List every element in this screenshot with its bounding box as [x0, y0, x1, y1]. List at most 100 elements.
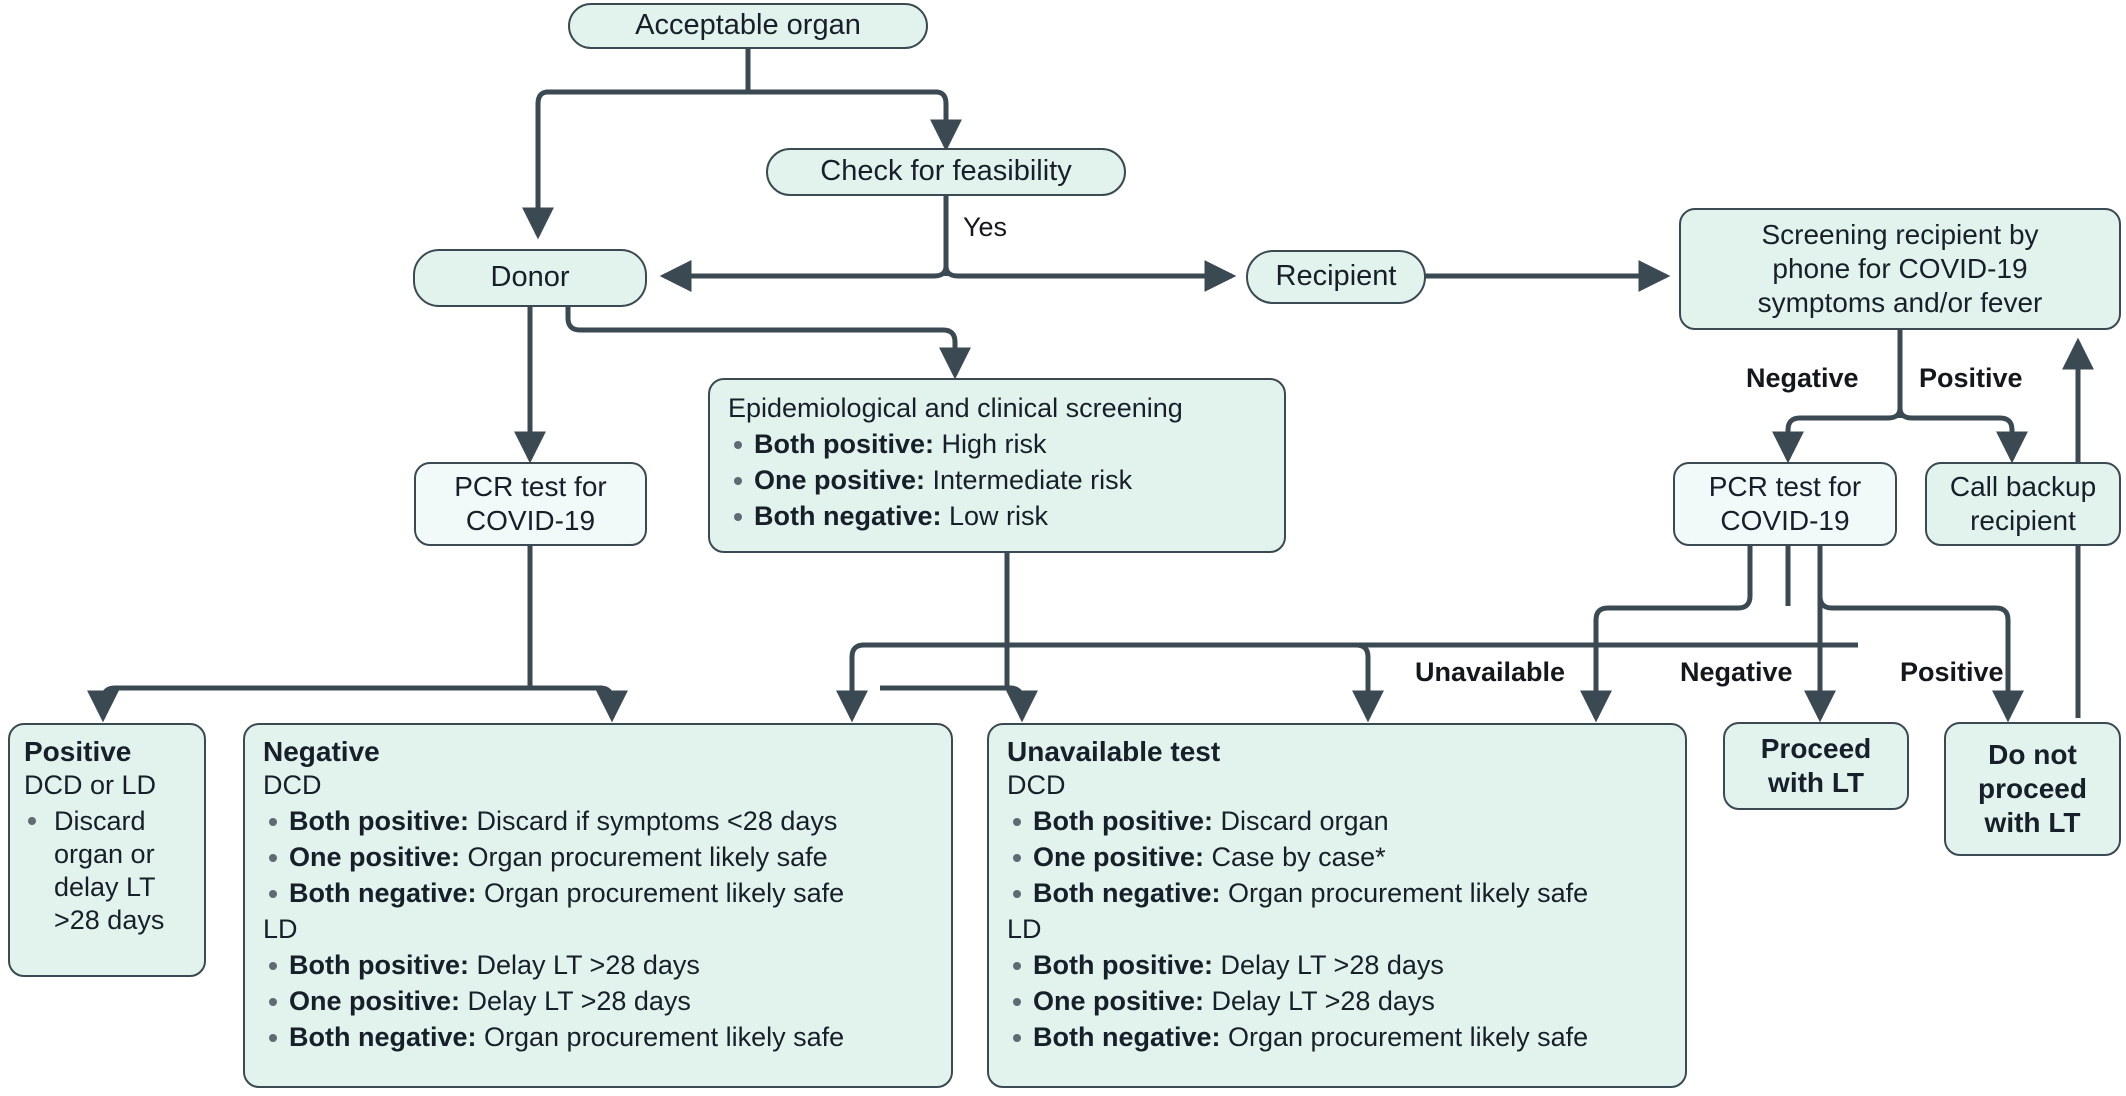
positive-item-0: Discard organ or delay LT >28 days — [54, 806, 165, 935]
pcr-donor-line1: PCR test for — [454, 470, 607, 502]
neg-dcd-1-bold: One positive: — [289, 842, 461, 873]
epi-heading: Epidemiological and clinical screening — [728, 393, 1183, 423]
epi-item-0-rest: High risk — [934, 428, 1047, 459]
list-item: Both negative: Organ procurement likely … — [263, 1021, 933, 1054]
node-donor[interactable]: Donor — [413, 249, 647, 307]
edge-label-pcr-unavailable: Unavailable — [1415, 657, 1566, 687]
edge-label-screening-positive: Positive — [1919, 363, 2023, 393]
list-item: Both negative: Low risk — [728, 500, 1266, 533]
un-ld-0-rest: Delay LT >28 days — [1213, 949, 1444, 980]
un-dcd-1-rest: Case by case* — [1204, 842, 1386, 873]
do-not-proceed-line1: Do not — [1988, 738, 2077, 770]
node-pcr-test-recipient[interactable]: PCR test for COVID-19 — [1673, 462, 1897, 546]
proceed-lt-line1: Proceed — [1760, 732, 1872, 764]
proceed-lt-line2: with LT — [1768, 767, 1864, 798]
node-unavailable-test-result[interactable]: Unavailable test DCD Both positive: Disc… — [987, 723, 1687, 1088]
epi-item-0-bold: Both positive: — [754, 428, 934, 459]
pcr-recipient-line2: COVID-19 — [1720, 505, 1850, 536]
list-item: One positive: Case by case* — [1007, 841, 1667, 874]
epi-item-1-bold: One positive: — [754, 464, 926, 495]
list-item: Discard organ or delay LT >28 days — [24, 805, 190, 937]
negative-sub-dcd: DCD — [263, 770, 322, 801]
un-ld-2-rest: Organ procurement likely safe — [1220, 1021, 1589, 1052]
node-call-backup-recipient[interactable]: Call backup recipient — [1925, 462, 2121, 546]
list-item: Both positive: Discard if symptoms <28 d… — [263, 805, 933, 838]
node-acceptable-organ[interactable]: Acceptable organ — [568, 3, 928, 49]
unavailable-list-dcd: Both positive: Discard organ One positiv… — [1007, 805, 1667, 910]
un-dcd-1-bold: One positive: — [1033, 842, 1205, 873]
list-item: Both negative: Organ procurement likely … — [263, 877, 933, 910]
neg-ld-1-rest: Delay LT >28 days — [460, 985, 691, 1016]
node-negative-result[interactable]: Negative DCD Both positive: Discard if s… — [243, 723, 953, 1088]
edge-label-yes: Yes — [963, 212, 1008, 242]
unavailable-heading: Unavailable test — [1007, 736, 1221, 767]
list-item: One positive: Delay LT >28 days — [1007, 985, 1667, 1018]
list-item: Both positive: Discard organ — [1007, 805, 1667, 838]
neg-dcd-2-bold: Both negative: — [289, 877, 477, 908]
un-ld-0-bold: Both positive: — [1033, 949, 1213, 980]
negative-list-dcd: Both positive: Discard if symptoms <28 d… — [263, 805, 933, 910]
node-do-not-proceed-with-lt[interactable]: Do not proceed with LT — [1944, 722, 2121, 856]
node-screening-recipient[interactable]: Screening recipient by phone for COVID-1… — [1679, 208, 2121, 330]
node-positive-result[interactable]: Positive DCD or LD Discard organ or dela… — [8, 723, 206, 977]
edge-label-screening-negative: Negative — [1746, 363, 1859, 393]
do-not-proceed-line2: proceed — [1978, 772, 2087, 804]
check-feasibility-label: Check for feasibility — [820, 155, 1072, 188]
list-item: Both positive: Delay LT >28 days — [263, 949, 933, 982]
list-item: One positive: Organ procurement likely s… — [263, 841, 933, 874]
list-item: Both positive: Delay LT >28 days — [1007, 949, 1667, 982]
neg-dcd-1-rest: Organ procurement likely safe — [460, 842, 828, 873]
unavailable-list-ld: Both positive: Delay LT >28 days One pos… — [1007, 949, 1667, 1054]
neg-dcd-2-rest: Organ procurement likely safe — [476, 877, 845, 908]
acceptable-organ-label: Acceptable organ — [635, 9, 861, 42]
un-dcd-2-rest: Organ procurement likely safe — [1220, 877, 1589, 908]
neg-dcd-0-bold: Both positive: — [289, 806, 469, 837]
screening-recipient-line3: symptoms and/or fever — [1757, 287, 2043, 319]
unavailable-sub-dcd: DCD — [1007, 770, 1066, 801]
un-dcd-2-bold: Both negative: — [1033, 877, 1221, 908]
list-item: Both negative: Organ procurement likely … — [1007, 877, 1667, 910]
do-not-proceed-line3: with LT — [1984, 807, 2081, 839]
neg-dcd-0-rest: Discard if symptoms <28 days — [469, 806, 838, 837]
neg-ld-0-bold: Both positive: — [289, 949, 469, 980]
neg-ld-2-rest: Organ procurement likely safe — [476, 1021, 845, 1052]
call-backup-line2: recipient — [1970, 505, 2076, 536]
neg-ld-0-rest: Delay LT >28 days — [469, 949, 700, 980]
screening-recipient-line2: phone for COVID-19 — [1772, 252, 2028, 284]
recipient-label: Recipient — [1275, 260, 1397, 293]
neg-ld-1-bold: One positive: — [289, 985, 461, 1016]
edge-label-pcr-positive: Positive — [1900, 657, 2004, 687]
epi-list: Both positive: High risk One positive: I… — [728, 428, 1266, 533]
node-check-feasibility[interactable]: Check for feasibility — [766, 148, 1126, 196]
epi-item-1-rest: Intermediate risk — [925, 464, 1133, 495]
unavailable-sub-ld: LD — [1007, 913, 1042, 944]
positive-sub: DCD or LD — [24, 770, 157, 801]
pcr-donor-line2: COVID-19 — [465, 505, 596, 536]
negative-sub-ld: LD — [263, 913, 298, 944]
node-pcr-test-donor[interactable]: PCR test for COVID-19 — [414, 462, 647, 546]
negative-heading: Negative — [263, 736, 380, 767]
pcr-recipient-line1: PCR test for — [1708, 470, 1862, 502]
un-dcd-0-rest: Discard organ — [1213, 806, 1389, 837]
screening-recipient-line1: Screening recipient by — [1761, 218, 2039, 250]
positive-heading: Positive — [24, 736, 132, 767]
un-dcd-0-bold: Both positive: — [1033, 806, 1213, 837]
negative-list-ld: Both positive: Delay LT >28 days One pos… — [263, 949, 933, 1054]
un-ld-1-bold: One positive: — [1033, 985, 1205, 1016]
node-recipient[interactable]: Recipient — [1246, 250, 1426, 304]
donor-label: Donor — [490, 261, 570, 294]
epi-item-2-rest: Low risk — [941, 500, 1049, 531]
list-item: One positive: Intermediate risk — [728, 464, 1266, 497]
epi-item-2-bold: Both negative: — [754, 500, 942, 531]
un-ld-1-rest: Delay LT >28 days — [1204, 985, 1435, 1016]
positive-list: Discard organ or delay LT >28 days — [24, 805, 190, 937]
edge-label-pcr-negative: Negative — [1680, 657, 1793, 687]
list-item: Both negative: Organ procurement likely … — [1007, 1021, 1667, 1054]
node-epidemiological-screening[interactable]: Epidemiological and clinical screening B… — [708, 378, 1286, 553]
node-proceed-with-lt[interactable]: Proceed with LT — [1723, 722, 1909, 810]
list-item: Both positive: High risk — [728, 428, 1266, 461]
un-ld-2-bold: Both negative: — [1033, 1021, 1221, 1052]
list-item: One positive: Delay LT >28 days — [263, 985, 933, 1018]
neg-ld-2-bold: Both negative: — [289, 1021, 477, 1052]
